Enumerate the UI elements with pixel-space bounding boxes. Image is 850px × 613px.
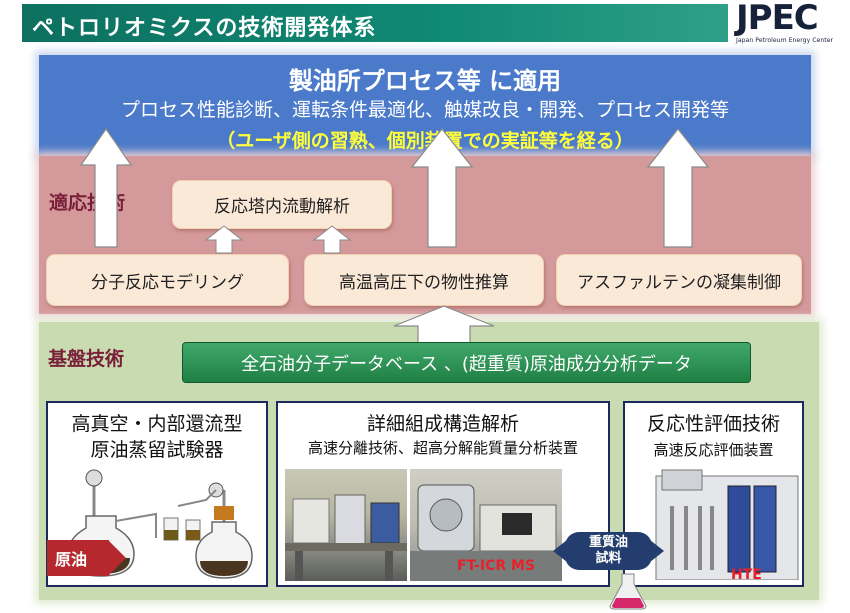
reactivity-title: 反応性評価技術 [646,413,780,435]
separation-equipment-sketch [285,494,407,581]
molecular-modeling-box: 分子反応モデリング [46,254,289,306]
heavy-oil-right-arrow-icon [650,540,664,562]
flow-analysis-label: 反応塔内流動解析 [214,197,350,217]
asphaltene-control-box: アスファルテンの凝集制御 [556,254,802,306]
composition-subtitle: 高速分離技術、超高分解能質量分析装置 [307,439,578,457]
lab-photo-mass-spectrometer [410,469,562,581]
application-title: 製油所プロセス等 に適用 [288,67,562,95]
logo-text: JPEC [736,0,819,38]
base-tech-label: 基盤技術 [48,348,125,370]
hte-photo [652,466,802,581]
hte-equipment-sketch [655,469,799,581]
distillation-title-1: 高真空・内部還流型 [71,413,243,435]
heavy-oil-left-arrow-icon [553,540,567,562]
application-subtitle: プロセス性能診断、運転条件最適化、触媒改良・開発、プロセス開発等 [120,99,729,121]
sample-flask-icon [609,573,647,610]
application-note: （ユーザ側の習熟、個別装置での実証等を経る） [216,130,634,152]
reactivity-subtitle: 高速反応評価装置 [653,441,774,459]
composition-title: 詳細組成構造解析 [366,413,519,435]
up-arrow-right [646,128,710,248]
ft-icr-ms-label: FT-ICR MS [457,558,536,574]
up-arrow-left [79,127,133,248]
heavy-oil-line-2: 試料 [595,551,622,566]
property-estimation-box: 高温高圧下の物性推算 [304,254,544,306]
small-up-arrow-1 [204,225,244,254]
crude-oil-tag: 原油 [47,540,109,576]
property-estimation-label: 高温高圧下の物性推算 [339,272,509,293]
up-arrow-base [393,305,495,346]
flow-analysis-box: 反応塔内流動解析 [172,180,392,229]
mass-spectrometer-sketch [410,484,562,581]
distillation-title-2: 原油蒸留試験器 [90,439,224,461]
heavy-oil-line-1: 重質油 [588,535,628,550]
page-title: ペトロリオミクスの技術開発体系 [32,16,377,41]
jpec-logo: JPEC Japan Petroleum Energy Center [736,0,844,48]
logo-subtext: Japan Petroleum Energy Center [736,37,834,44]
title-bar: ペトロリオミクスの技術開発体系 [22,4,728,42]
molecular-modeling-label: 分子反応モデリング [91,272,244,293]
up-arrow-center [410,128,474,248]
heavy-oil-sample-tag: 重質油 試料 [565,532,652,570]
lab-photo-separation [285,469,407,581]
asphaltene-control-label: アスファルテンの凝集制御 [577,272,781,293]
small-up-arrow-2 [312,225,352,254]
hte-label: HTE [731,567,762,583]
crude-oil-arrow-icon [108,540,126,576]
petroleum-database-label: 全石油分子データベース 、(超重質)原油成分分析データ [241,353,692,375]
application-panel: 製油所プロセス等 に適用 プロセス性能診断、運転条件最適化、触媒改良・開発、プロ… [39,55,811,156]
petroleum-database-bar: 全石油分子データベース 、(超重質)原油成分分析データ [182,342,751,383]
